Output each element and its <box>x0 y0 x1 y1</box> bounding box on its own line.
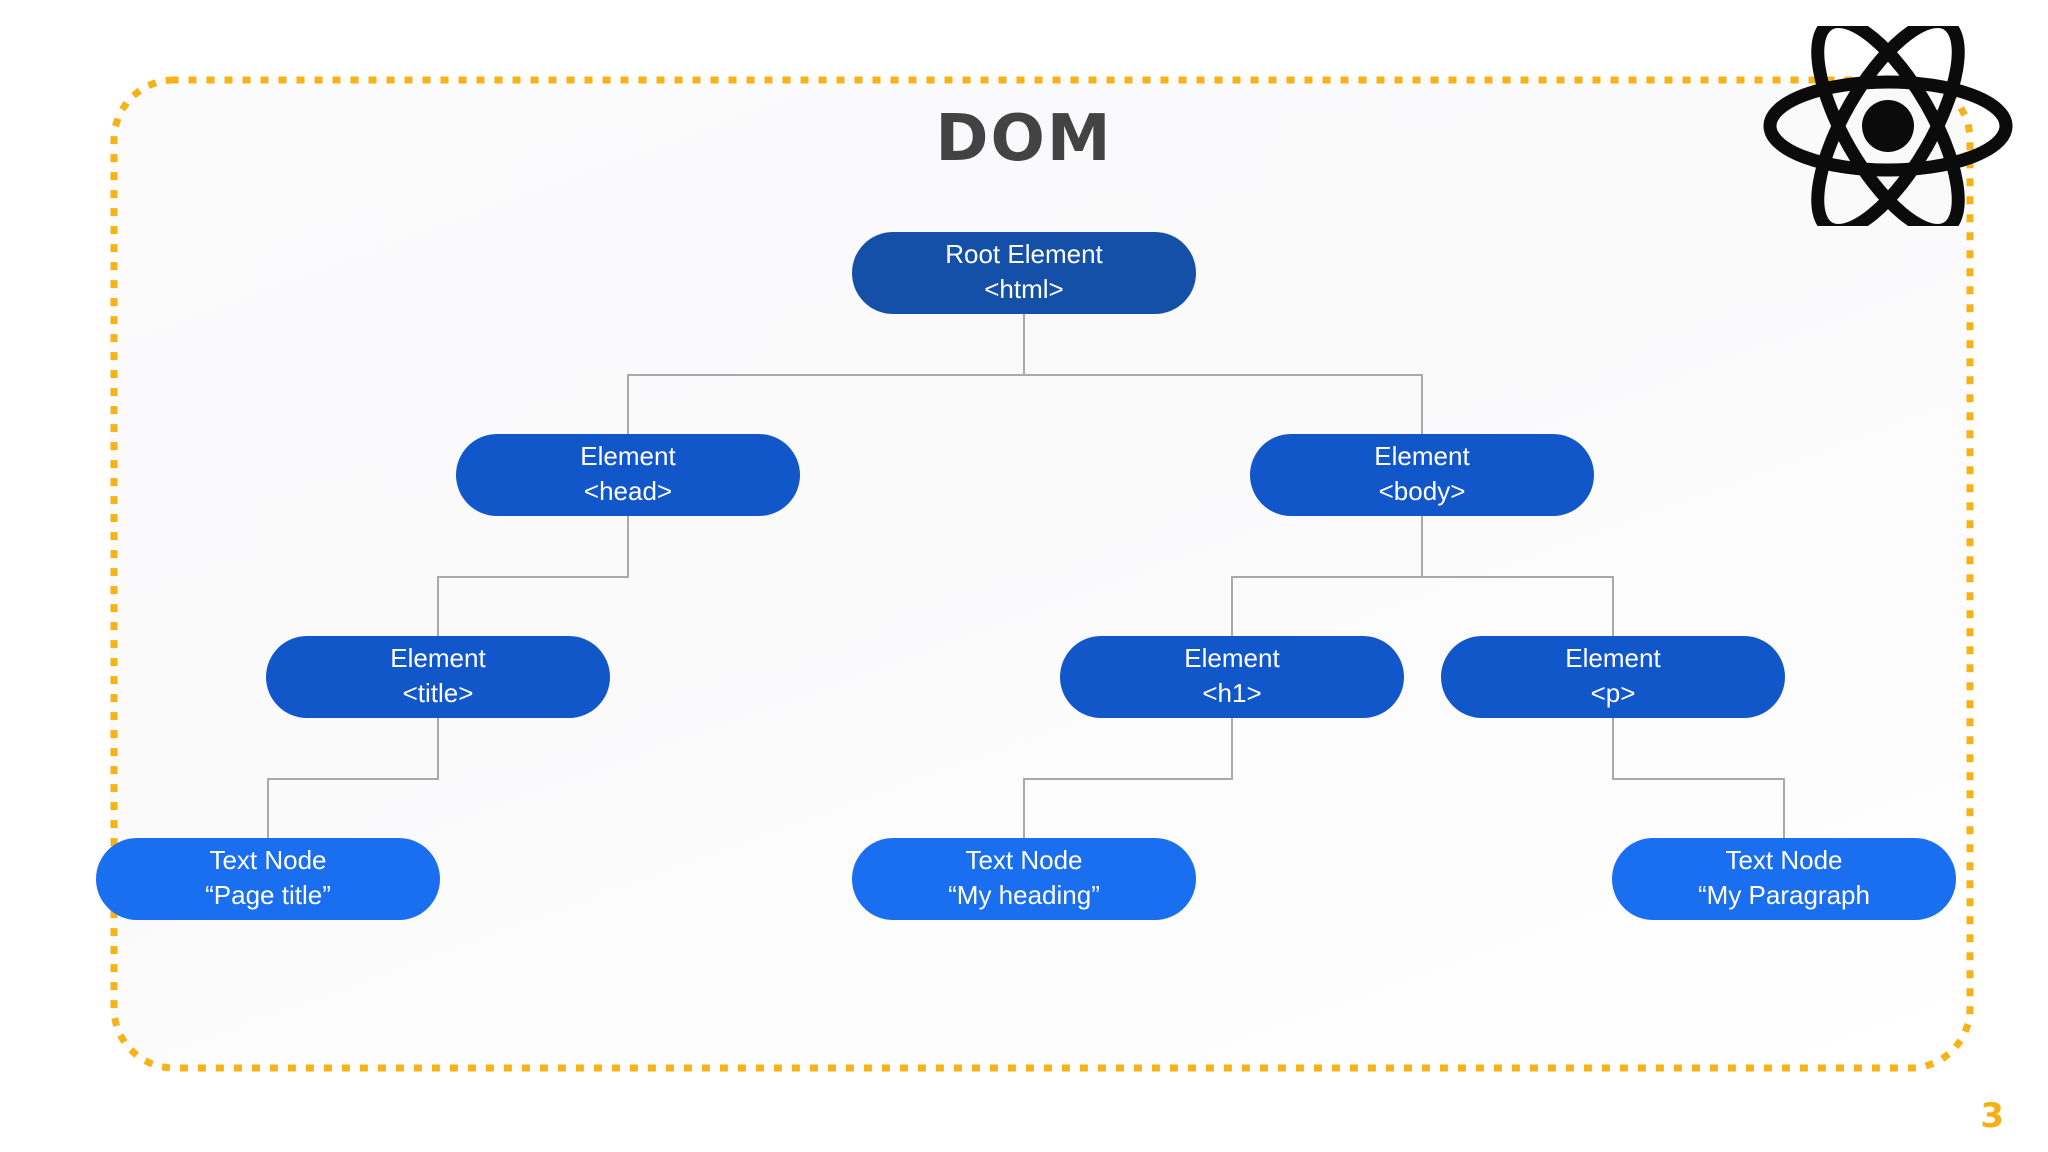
tree-connectors <box>267 314 1785 838</box>
node-label-primary-text-h1: Text Node <box>965 845 1082 875</box>
node-label-primary-p: Element <box>1565 643 1661 673</box>
connector-body-to-h1 <box>1231 516 1423 636</box>
connector-html-to-body <box>1023 314 1423 434</box>
node-shape-title <box>266 636 610 718</box>
tree-node-text-h1[interactable]: Text Node “My heading” <box>852 838 1196 920</box>
node-label-secondary-head: <head> <box>584 476 672 506</box>
page-number: 3 <box>1980 1096 2004 1136</box>
node-shape-html <box>852 232 1196 314</box>
node-label-primary-head: Element <box>580 441 676 471</box>
node-label-primary-text-title: Text Node <box>209 845 326 875</box>
tree-node-html[interactable]: Root Element <html> <box>852 232 1196 314</box>
tree-node-text-p[interactable]: Text Node “My Paragraph <box>1612 838 1956 920</box>
node-label-secondary-text-title: “Page title” <box>205 880 331 910</box>
node-shape-head <box>456 434 800 516</box>
node-shape-text-p <box>1612 838 1956 920</box>
tree-node-h1[interactable]: Element <h1> <box>1060 636 1404 718</box>
node-shape-h1 <box>1060 636 1404 718</box>
react-logo-nucleus <box>1862 100 1914 152</box>
connector-p-to-text-p <box>1612 718 1785 838</box>
tree-node-p[interactable]: Element <p> <box>1441 636 1785 718</box>
node-label-secondary-text-h1: “My heading” <box>948 880 1100 910</box>
tree-node-head[interactable]: Element <head> <box>456 434 800 516</box>
node-label-primary-title: Element <box>390 643 486 673</box>
react-atom-logo <box>1763 26 2013 226</box>
connector-body-to-p <box>1421 516 1614 636</box>
node-label-secondary-h1: <h1> <box>1202 678 1261 708</box>
page-title: DOM <box>935 102 1113 176</box>
node-shape-text-title <box>96 838 440 920</box>
node-shape-p <box>1441 636 1785 718</box>
connector-h1-to-text-h1 <box>1023 718 1233 838</box>
node-label-secondary-text-p: “My Paragraph <box>1698 880 1870 910</box>
node-label-primary-body: Element <box>1374 441 1470 471</box>
tree-node-title[interactable]: Element <title> <box>266 636 610 718</box>
tree-nodes: Root Element <html> Element <head> Element <b… <box>96 232 1956 920</box>
node-label-secondary-body: <body> <box>1379 476 1466 506</box>
node-shape-text-h1 <box>852 838 1196 920</box>
node-label-secondary-html: <html> <box>984 274 1064 304</box>
node-shape-body <box>1250 434 1594 516</box>
node-label-primary-html: Root Element <box>945 239 1103 269</box>
node-label-secondary-p: <p> <box>1591 678 1636 708</box>
connector-head-to-title <box>437 516 629 636</box>
node-label-primary-text-p: Text Node <box>1725 845 1842 875</box>
node-label-secondary-title: <title> <box>403 678 474 708</box>
tree-node-text-title[interactable]: Text Node “Page title” <box>96 838 440 920</box>
connector-title-to-text-title <box>267 718 439 838</box>
connector-html-to-head <box>627 314 1025 434</box>
node-label-primary-h1: Element <box>1184 643 1280 673</box>
tree-node-body[interactable]: Element <body> <box>1250 434 1594 516</box>
